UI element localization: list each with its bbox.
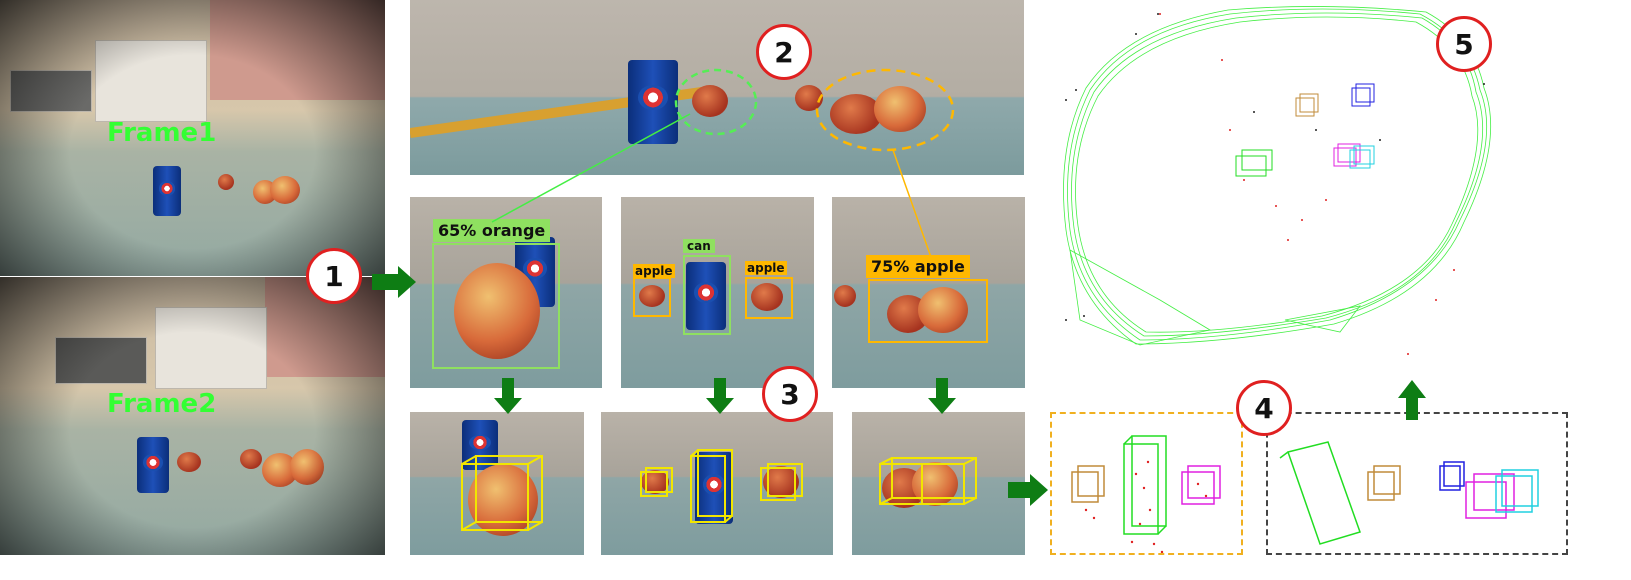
- orange-bbox: [432, 243, 560, 369]
- fruit: [639, 285, 665, 307]
- can-bbox: [683, 255, 731, 335]
- step-2-badge: 2: [756, 24, 812, 80]
- apple-right-label: apple: [745, 261, 787, 275]
- apple-left-bbox: [633, 277, 671, 317]
- fruit: [468, 464, 538, 536]
- orange-ellipse: [674, 68, 758, 136]
- fruit: [834, 285, 856, 307]
- fruit: [830, 94, 882, 134]
- frame1-image: Frame1: [0, 0, 385, 276]
- orange-cuboid: [461, 455, 543, 531]
- vignette: [0, 277, 385, 555]
- multi-cuboid-image: [601, 412, 833, 555]
- fruit: [454, 263, 540, 359]
- map-trajectory: [1063, 6, 1492, 355]
- step-3-badge: 3: [762, 366, 818, 422]
- detection-ellipses: [674, 68, 955, 152]
- multi-cuboids: [640, 449, 803, 523]
- apple-left-label: apple: [633, 264, 675, 278]
- apple-detection-image: 75% apple: [832, 197, 1025, 388]
- apple-ellipse: [815, 68, 955, 152]
- fruit: [795, 85, 823, 111]
- orange-cuboid-image: [410, 412, 584, 555]
- detection-overview-image: [410, 0, 1024, 175]
- can: [695, 452, 733, 524]
- object-points-panel: [1050, 412, 1243, 555]
- semantic-map: [1040, 0, 1631, 395]
- apple-cuboid: [879, 457, 977, 505]
- step-1-badge: 1: [306, 248, 362, 304]
- multi-detection-image: apple can apple: [621, 197, 814, 388]
- map-object-cuboids: [1279, 441, 1539, 545]
- fruit: [692, 85, 728, 117]
- orange-detection-label: 65% orange: [433, 219, 551, 242]
- step-5-badge: 5: [1436, 16, 1492, 72]
- fruit: [918, 287, 968, 333]
- apple-right-bbox: [745, 277, 793, 319]
- fruit: [874, 86, 926, 132]
- object-point-cuboids: [1071, 435, 1221, 553]
- frame1-label: Frame1: [107, 118, 217, 148]
- apple-bbox: [868, 279, 988, 343]
- step-4-badge: 4: [1236, 380, 1292, 436]
- apple-detection-label: 75% apple: [866, 255, 970, 278]
- apple-cuboid-image: [852, 412, 1025, 555]
- vignette: [0, 0, 385, 276]
- object-cuboids-panel: [1266, 412, 1568, 555]
- can-label: can: [683, 239, 715, 253]
- can: [686, 262, 726, 330]
- frame2-image: Frame2: [0, 277, 385, 555]
- frame2-label: Frame2: [107, 389, 217, 419]
- orange-detection-image: 65% orange: [410, 197, 602, 388]
- fruit: [751, 283, 783, 311]
